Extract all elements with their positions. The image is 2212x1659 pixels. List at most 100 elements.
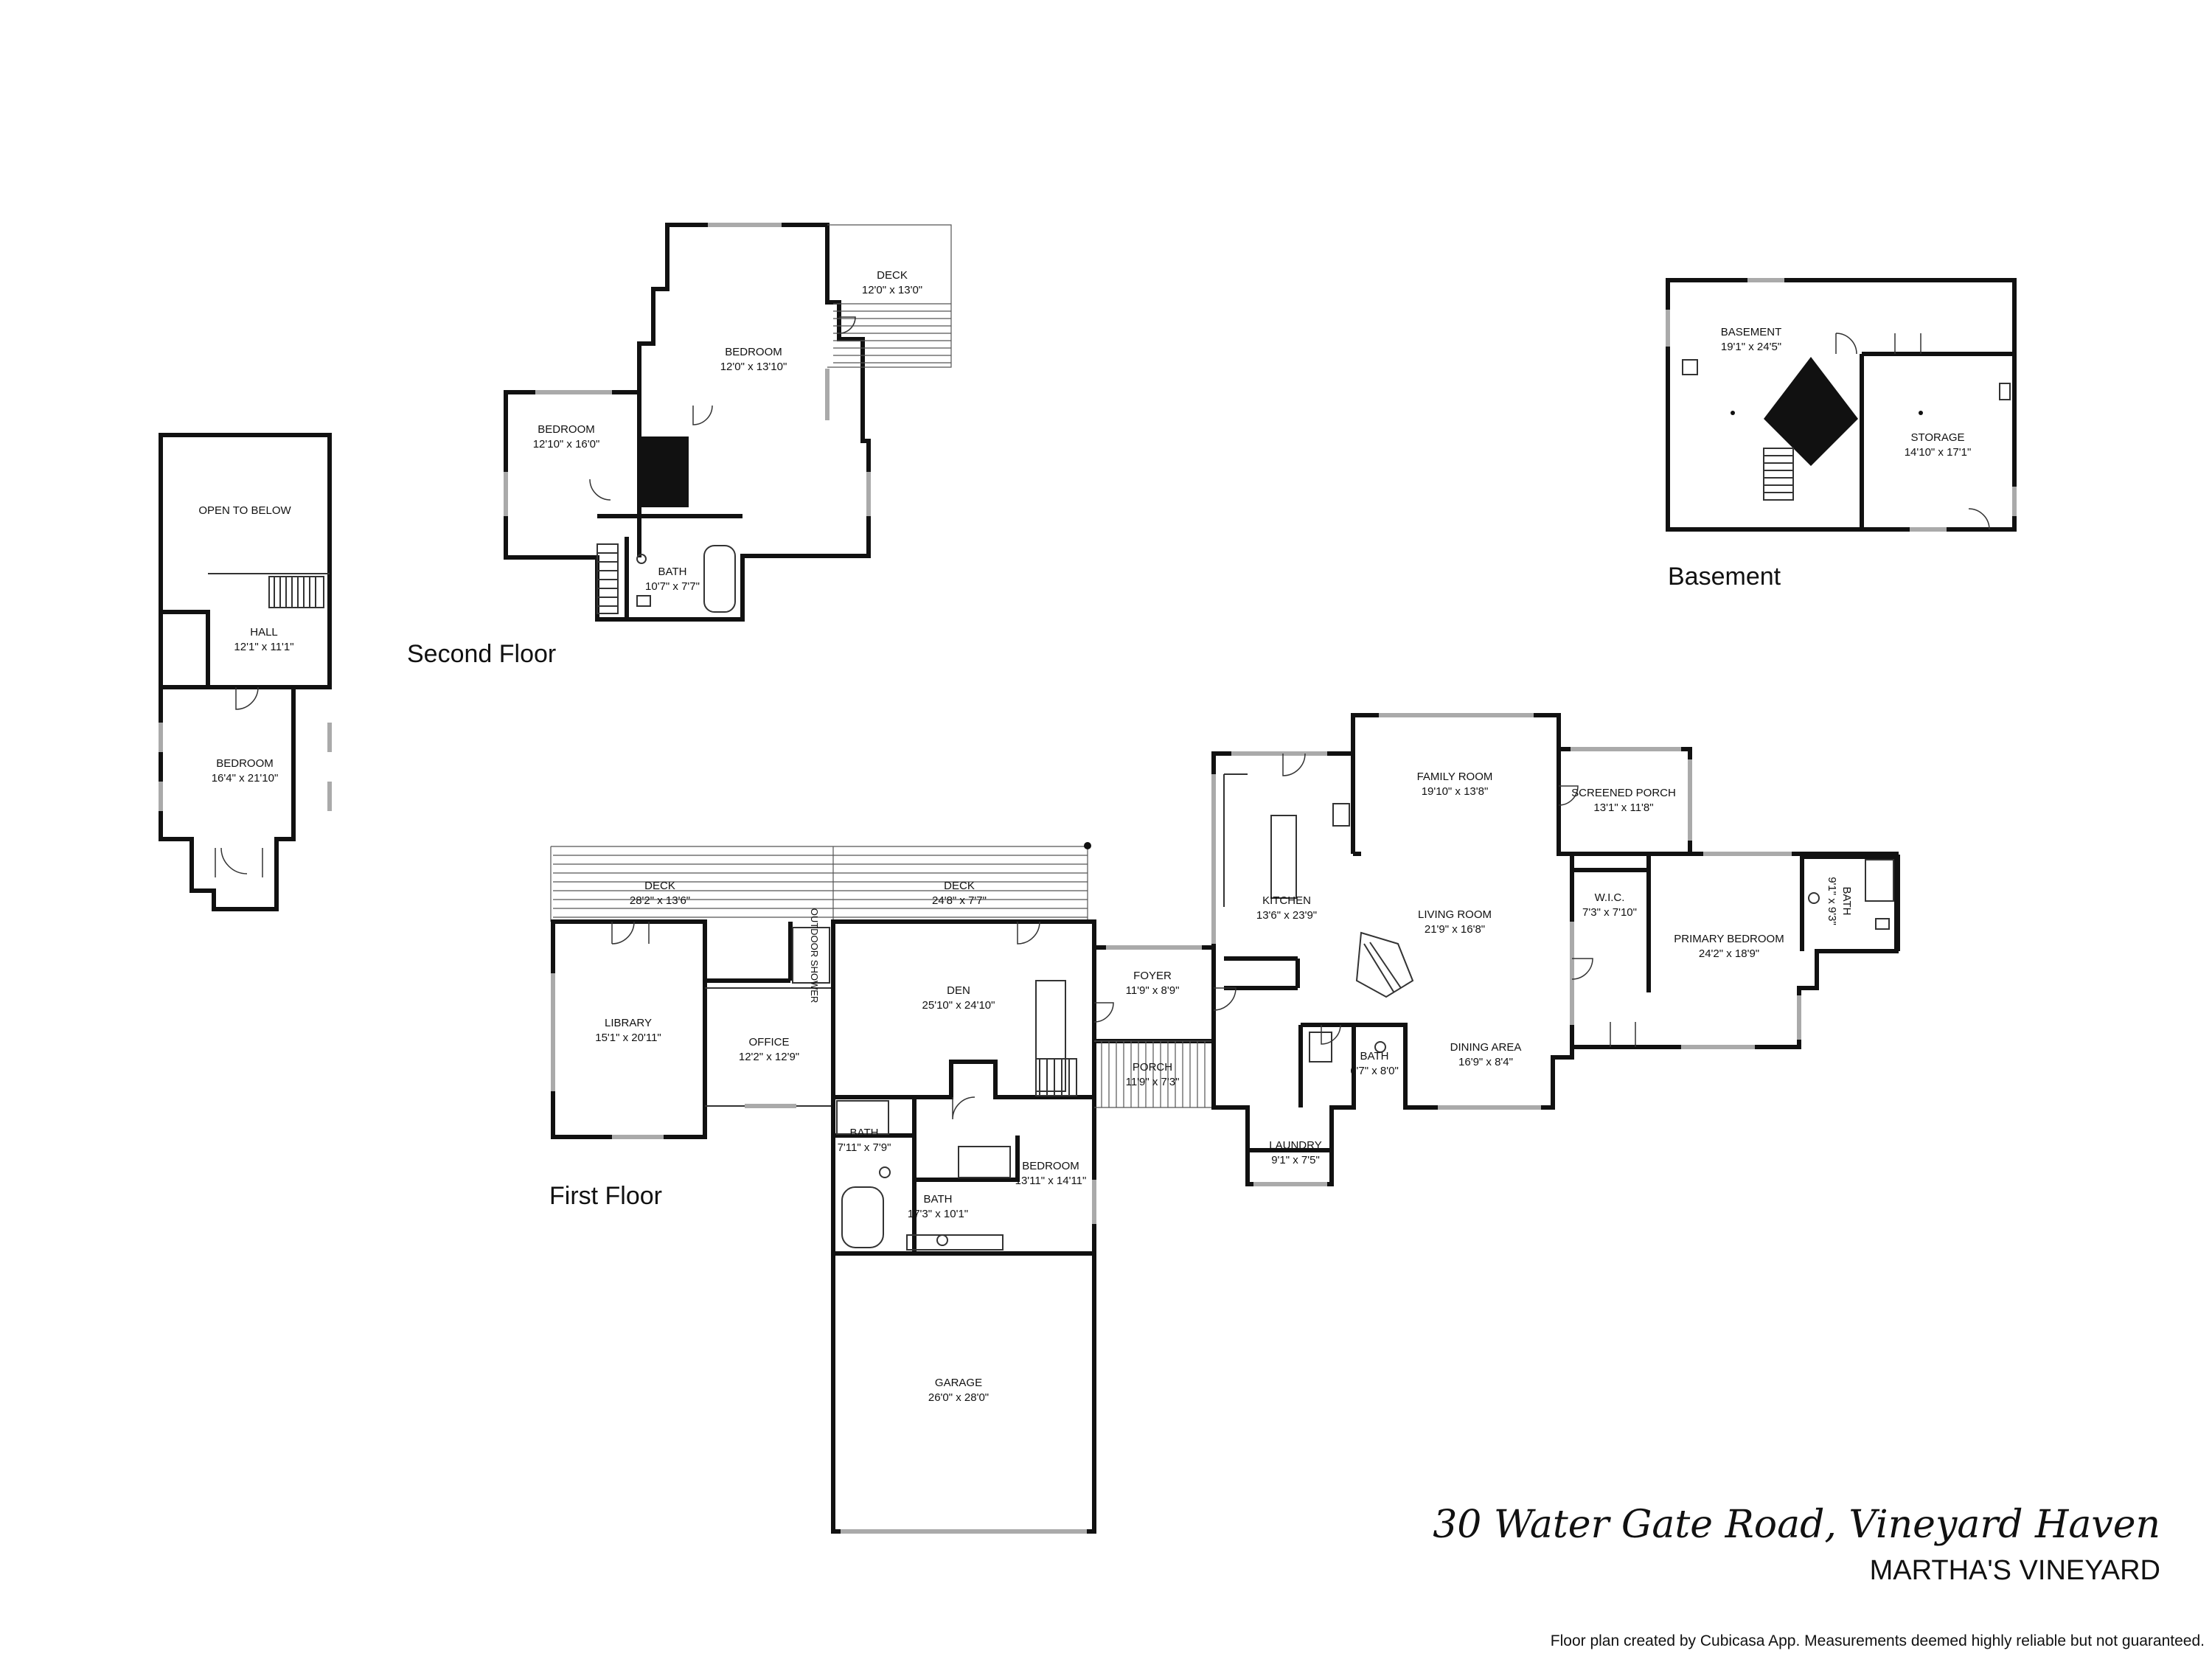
sink	[879, 1166, 891, 1178]
outdoor-shower-box	[792, 927, 830, 984]
door-swing	[838, 316, 856, 334]
vanity	[906, 1234, 1004, 1251]
room-dim-living-room: 21'9" x 16'8"	[1425, 923, 1485, 936]
floor-label-basement: Basement	[1668, 563, 1781, 591]
room-dim-screened-porch: 13'1" x 11'8"	[1593, 801, 1653, 814]
room-name-open-to-below: OPEN TO BELOW	[198, 504, 291, 517]
room-dim-second-deck: 12'0" x 13'0"	[862, 284, 922, 296]
basement-stair-void	[1764, 357, 1858, 466]
room-name-den: DEN	[947, 984, 970, 997]
room-name-kitchen: KITCHEN	[1262, 894, 1311, 907]
second-floor-plan	[504, 223, 952, 622]
room-name-deck-left: DECK	[644, 880, 675, 892]
room-name-basement: BASEMENT	[1721, 326, 1782, 338]
room-name-loft-bedroom: BEDROOM	[216, 757, 274, 770]
room-dim-kitchen: 13'6" x 23'9"	[1256, 909, 1317, 922]
sink	[636, 554, 647, 564]
floor-label-first: First Floor	[549, 1182, 662, 1210]
room-name-wic: W.I.C.	[1595, 891, 1625, 904]
door-swing	[611, 921, 650, 945]
room-name-primary-bath: BATH	[1840, 887, 1853, 916]
door-swing	[1321, 1024, 1341, 1045]
room-dim-family-room: 19'10" x 13'8"	[1422, 785, 1489, 798]
door-swing	[1968, 508, 1990, 530]
room-name-laundry: LAUNDRY	[1269, 1139, 1321, 1152]
open-to-below-wall	[159, 435, 210, 687]
room-name-outdoor-shower: OUTDOOR SHOWER	[809, 908, 820, 1004]
room-dim-primary-bath: 9'1" x 9'3"	[1826, 877, 1838, 925]
room-dim-primary-bedroom: 24'2" x 18'9"	[1699, 947, 1759, 960]
room-dim-wic: 7'3" x 7'10"	[1582, 906, 1637, 919]
door-swing	[1610, 1022, 1636, 1047]
den-stair-treads	[1039, 1059, 1070, 1096]
room-name-bedroom-first: BEDROOM	[1022, 1160, 1079, 1172]
room-name-second-bedroom-b: BEDROOM	[538, 423, 595, 436]
sink	[936, 1234, 948, 1246]
room-dim-dining-area: 16'9" x 8'4"	[1458, 1056, 1513, 1068]
stair-void	[639, 437, 689, 507]
room-name-second-bedroom-a: BEDROOM	[725, 346, 782, 358]
bathtub	[841, 1186, 884, 1248]
room-dim-deck-right: 24'8" x 7'7"	[932, 894, 987, 907]
hall-stair-treads	[274, 577, 316, 608]
storage-walls	[1860, 352, 2014, 529]
shower-walls	[705, 922, 793, 983]
den-walls	[831, 919, 1096, 1099]
room-name-garage: GARAGE	[935, 1377, 982, 1389]
column	[1919, 411, 1923, 415]
room-dim-bath-large: 17'3" x 10'1"	[908, 1208, 968, 1220]
room-dim-garage: 26'0" x 28'0"	[928, 1391, 989, 1404]
door-swing	[952, 1096, 975, 1120]
room-dim-foyer: 11'9" x 8'9"	[1126, 984, 1180, 997]
deck-boards	[553, 855, 1088, 918]
door-swing	[1017, 921, 1040, 945]
door-swing	[1093, 1002, 1114, 1023]
basement-outline	[1666, 278, 2017, 532]
room-dim-storage: 14'10" x 17'1"	[1905, 446, 1972, 459]
floor-plan-credit: Floor plan created by Cubicasa App. Meas…	[1551, 1632, 2205, 1649]
room-name-storage: STORAGE	[1910, 431, 1964, 444]
door-swing	[1558, 785, 1579, 806]
room-name-family-room: FAMILY ROOM	[1417, 771, 1493, 783]
property-address: 30 Water Gate Road, Vineyard Haven	[1433, 1503, 2160, 1547]
room-name-second-bath: BATH	[658, 566, 687, 578]
den-counter	[1035, 980, 1066, 1092]
washer	[1309, 1032, 1332, 1062]
utility-box	[1682, 359, 1698, 375]
room-name-bath-small: BATH	[850, 1127, 879, 1139]
second-floor-outline	[504, 223, 871, 622]
kitchen-island	[1270, 815, 1297, 899]
bath-laundry-wall	[1298, 1023, 1354, 1107]
room-dim-bath-first: 6'7" x 8'0"	[1350, 1065, 1399, 1077]
kitchen-counter	[1223, 773, 1248, 907]
door-swing	[215, 847, 263, 877]
property-region: MARTHA'S VINEYARD	[1870, 1555, 2160, 1586]
room-name-dining-area: DINING AREA	[1450, 1041, 1522, 1054]
room-name-deck-right: DECK	[944, 880, 975, 892]
deck-post	[1084, 842, 1091, 849]
door-swing	[1571, 958, 1593, 980]
range	[1332, 803, 1350, 827]
toilet	[1875, 918, 1890, 930]
sink	[1374, 1041, 1386, 1053]
bath-walls	[833, 1097, 1020, 1253]
floor-label-second: Second Floor	[407, 640, 556, 668]
door-swing	[1835, 333, 1857, 355]
stair-treads	[1363, 942, 1402, 992]
door-swing	[1213, 987, 1237, 1011]
room-dim-basement: 19'1" x 24'5"	[1721, 341, 1781, 353]
den-stairs	[1035, 1058, 1077, 1096]
room-dim-second-bedroom-a: 12'0" x 13'10"	[720, 361, 787, 373]
room-dim-loft-bedroom: 16'4" x 21'10"	[212, 772, 279, 785]
column	[1731, 411, 1735, 415]
door-swing	[1894, 333, 1921, 354]
kitchen-stairs	[1355, 931, 1414, 998]
stair-treads	[597, 552, 618, 607]
sink	[1808, 892, 1820, 904]
hall-stairs	[268, 576, 324, 608]
room-name-hall: HALL	[250, 626, 278, 639]
room-dim-bedroom-first: 13'11" x 14'11"	[1015, 1175, 1087, 1187]
library-walls	[551, 919, 707, 1139]
primary-bath-walls	[1800, 854, 1900, 951]
deck-boards	[833, 303, 951, 364]
